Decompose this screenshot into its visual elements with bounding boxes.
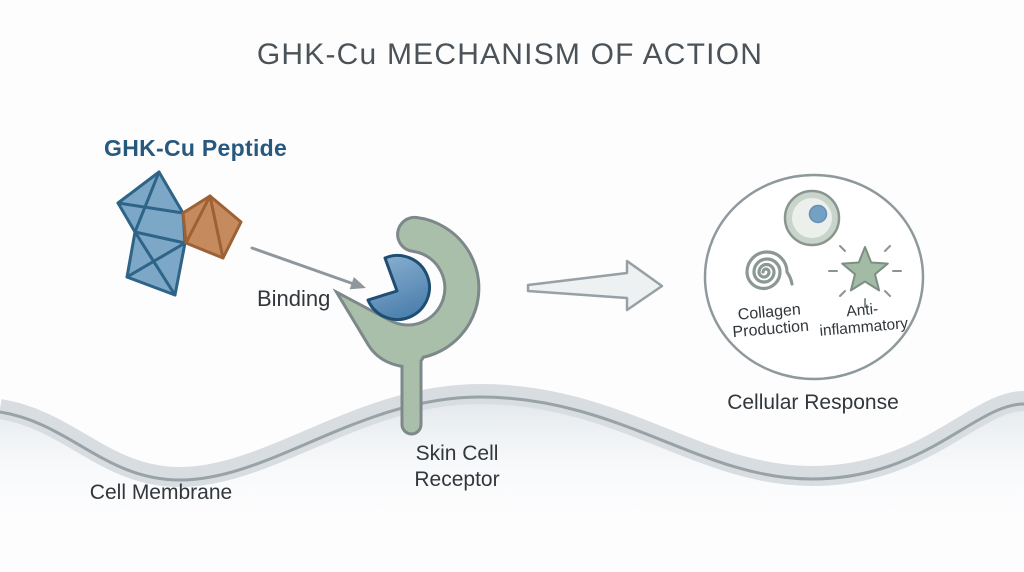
cell-nucleus-icon bbox=[783, 189, 841, 247]
receptor-label-line1: Skin Cell bbox=[415, 442, 499, 465]
anti-inflammatory-star-icon bbox=[828, 245, 902, 308]
receptor-body bbox=[340, 218, 478, 366]
membrane-interior-shading bbox=[0, 398, 1024, 572]
receptor-label-line2: Receptor bbox=[414, 468, 500, 491]
cell-membrane-wave bbox=[0, 383, 1024, 572]
cellular-response-circle bbox=[703, 173, 925, 381]
collagen-production-label: Collagen Production bbox=[730, 301, 810, 341]
membrane-inner-line bbox=[0, 395, 1024, 482]
star-sparkle-lines bbox=[828, 245, 902, 308]
collagen-spiral-icon bbox=[745, 250, 794, 291]
peptide-blue-cluster bbox=[116, 170, 187, 297]
peptide-molecule-icon bbox=[116, 170, 243, 297]
copper-complex-icon bbox=[181, 194, 243, 260]
membrane-band bbox=[0, 383, 1024, 488]
bound-ligand-icon bbox=[366, 254, 431, 321]
receptor-label: Skin Cell Receptor bbox=[414, 441, 499, 493]
diagram-title: GHK-Cu MECHANISM OF ACTION bbox=[256, 38, 764, 71]
binding-arrow-icon bbox=[250, 246, 366, 290]
result-arrow-icon bbox=[526, 259, 664, 312]
membrane-label: Cell Membrane bbox=[89, 481, 233, 504]
peptide-label: GHK-Cu Peptide bbox=[104, 135, 288, 161]
skin-cell-receptor-icon bbox=[332, 215, 481, 436]
binding-label: Binding bbox=[257, 286, 331, 311]
response-label: Cellular Response bbox=[727, 391, 899, 414]
